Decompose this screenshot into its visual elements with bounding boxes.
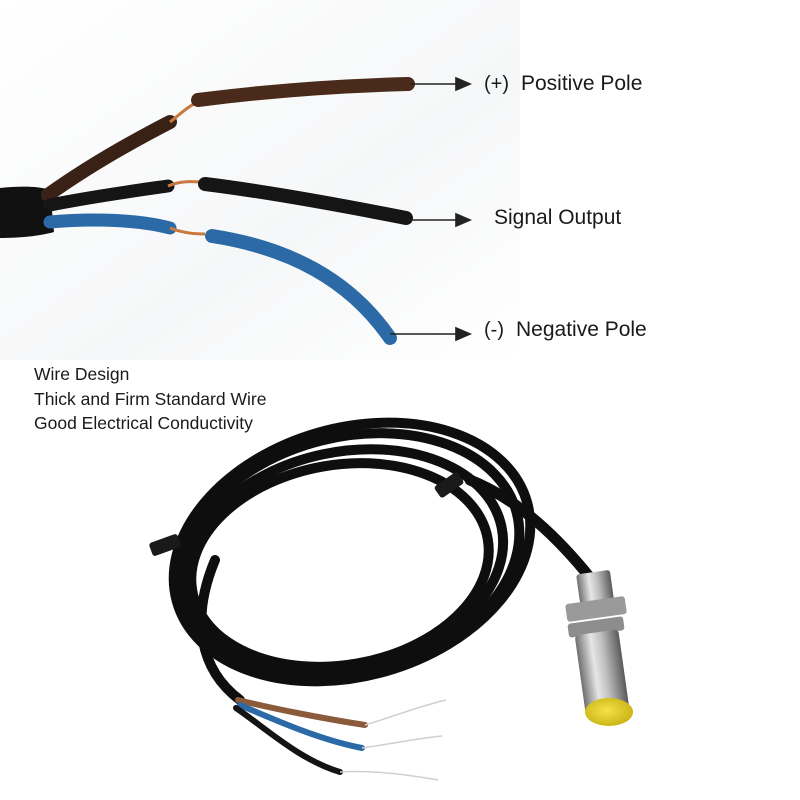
sensor-nut: [565, 596, 627, 622]
cable-tie-left: [149, 534, 181, 556]
small-black-wire: [233, 705, 343, 775]
brown-wire-end: [191, 77, 415, 107]
signal-output-label: Signal Output: [494, 206, 621, 230]
copper-strands: [339, 699, 447, 781]
black-wire: [43, 179, 175, 212]
negative-pole-text: Negative Pole: [515, 318, 647, 341]
blue-wire: [43, 213, 177, 235]
wire-closeup: [0, 77, 415, 345]
sensor-face: [585, 698, 633, 726]
negative-pole-label: (-) Negative Pole: [484, 318, 647, 342]
brown-wire: [41, 115, 177, 202]
positive-pole-label: (+) Positive Pole: [484, 72, 642, 96]
feature-item: Good Electrical Conductivity: [34, 413, 253, 433]
positive-pole-text: Positive Pole: [521, 72, 643, 95]
feature-item: Wire Design: [34, 364, 130, 384]
signal-output-text: Signal Output: [494, 206, 622, 229]
sensor-barrel: [575, 629, 629, 715]
cable-tie-top: [434, 472, 464, 498]
black-wire-end: [198, 177, 413, 225]
loose-cable: [196, 555, 245, 705]
feature-list: Wire Design Thick and Firm Standard Wire…: [34, 362, 266, 436]
top-photo-background: [0, 0, 520, 360]
positive-symbol: (+): [484, 73, 509, 95]
proximity-sensor: [565, 570, 633, 726]
small-blue-wire: [237, 702, 365, 751]
callout-arrows: [390, 76, 473, 342]
blue-wire-end: [205, 229, 397, 345]
small-brown-wire: [235, 697, 368, 728]
cable-to-sensor: [464, 474, 598, 586]
cable-coil: [168, 417, 536, 687]
cable-jacket: [0, 186, 54, 238]
sensor-assembly: [149, 417, 633, 781]
negative-symbol: (-): [484, 319, 504, 341]
feature-item: Thick and Firm Standard Wire: [34, 388, 267, 409]
